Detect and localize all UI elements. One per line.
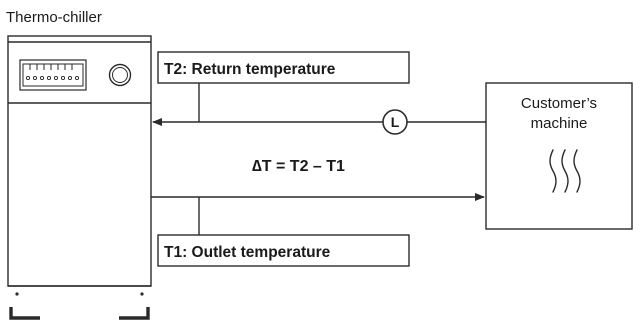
- outlet-temperature-callout: T1: Outlet temperature: [157, 197, 410, 267]
- chiller-knob-inner: [112, 67, 128, 83]
- outlet-temperature-label: T1: Outlet temperature: [164, 244, 331, 261]
- control-panel-inner: [22, 63, 84, 87]
- return-temperature-label: T2: Return temperature: [164, 61, 336, 78]
- customers-machine-box: [485, 82, 633, 230]
- chiller-knob-icon: [108, 63, 132, 87]
- chiller-title: Thermo-chiller: [6, 9, 102, 26]
- keypad-dot-row: [25, 75, 80, 81]
- delta-t-equation: ∆T = T2 – T1: [252, 158, 345, 175]
- chiller-foot-right: [119, 307, 150, 320]
- return-temperature-box: [157, 51, 410, 84]
- base-foot-dot-left: [15, 292, 19, 296]
- outlet-temperature-box: [157, 234, 410, 267]
- keypad-tick-row: [29, 64, 73, 70]
- flow-sensor-symbol: L: [391, 114, 400, 130]
- flow-sensor-icon: [382, 109, 408, 135]
- customers-machine-label-line1: Customer’s: [521, 95, 597, 112]
- chiller-foot-left: [9, 307, 40, 320]
- thermo-chiller-unit: [7, 35, 152, 320]
- flow-sensor: L: [382, 109, 408, 135]
- customers-machine-label-line2: machine: [531, 115, 588, 132]
- chiller-body: [7, 35, 152, 287]
- heat-waves-icon: [549, 149, 581, 193]
- control-panel-display: [19, 59, 87, 91]
- customers-machine: Customer’s machine: [485, 82, 633, 230]
- base-foot-dot-right: [140, 292, 144, 296]
- return-temperature-callout: T2: Return temperature: [157, 51, 410, 122]
